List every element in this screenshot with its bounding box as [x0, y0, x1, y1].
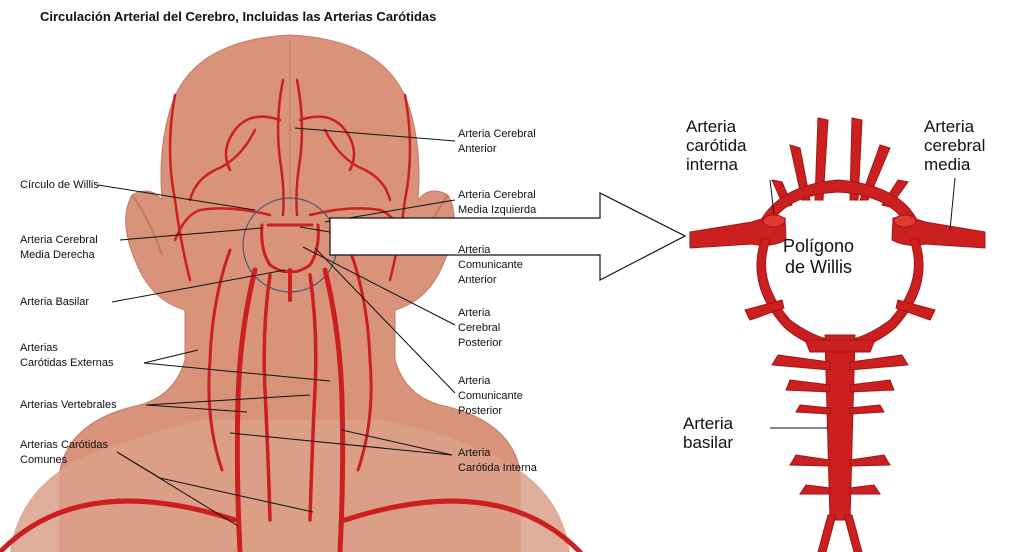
label-carotidas-comunes: Arterias Carótidas Comunes — [20, 438, 108, 468]
label-cerebral-media-izquierda: Arteria Cerebral Media Izquierda — [458, 188, 536, 218]
label-carotidas-externas: Arterias Carótidas Externas — [20, 341, 114, 371]
label-cerebral-anterior: Arteria Cerebral Anterior — [458, 127, 536, 157]
label-willis-carotida: Arteria carótida interna — [686, 117, 746, 174]
label-comunicante-posterior: Arteria Comunicante Posterior — [458, 374, 523, 419]
label-comunicante-anterior: Arteria Comunicante Anterior — [458, 243, 523, 288]
label-circulo-willis: Círculo de Willis — [20, 178, 99, 193]
label-carotida-interna: Arteria Carótida Interna — [458, 446, 537, 476]
label-willis-poligono: Polígono de Willis — [783, 236, 854, 278]
label-cerebral-posterior: Arteria Cerebral Posterior — [458, 306, 502, 351]
label-arteria-basilar: Arteria Basilar — [20, 295, 89, 310]
label-cerebral-media-derecha: Arteria Cerebral Media Derecha — [20, 233, 98, 263]
label-arterias-vertebrales: Arterias Vertebrales — [20, 398, 117, 413]
label-willis-cerebral-media: Arteria cerebral media — [924, 117, 985, 174]
willis-diagram — [690, 118, 985, 552]
label-willis-basilar: Arteria basilar — [683, 414, 733, 452]
